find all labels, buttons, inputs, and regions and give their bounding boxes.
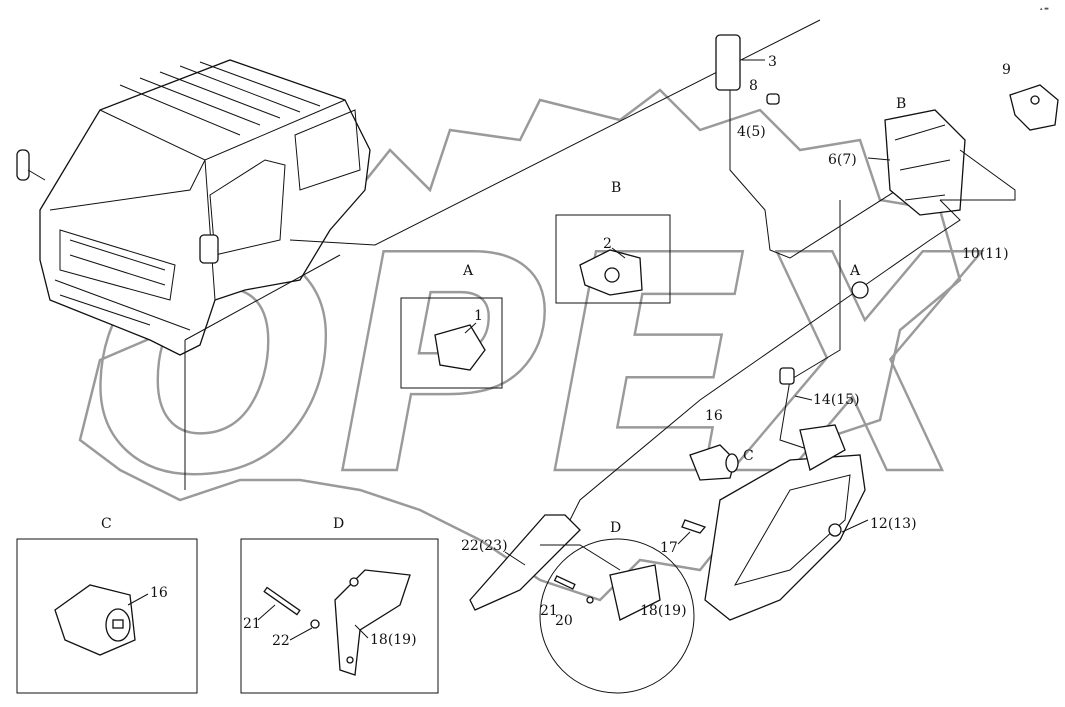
part-label: 21 — [243, 616, 261, 632]
view-d-callout: D 21 20 18(19) — [539, 520, 695, 694]
part-label: B — [896, 96, 906, 112]
part-label: 16 — [705, 408, 723, 424]
part-label: B — [611, 180, 621, 196]
part-label: 22(23) — [461, 538, 508, 554]
part-label: 6(7) — [828, 152, 857, 168]
view-a-box: A 1 — [400, 263, 503, 389]
part-label: 9 — [1002, 62, 1011, 78]
part-label: 18(19) — [640, 603, 687, 619]
part-label: A — [462, 263, 474, 279]
view-b-box: B 2 — [555, 180, 671, 304]
part-label: C — [101, 516, 112, 532]
truck-cab-drawing — [16, 19, 821, 490]
part-label: 3 — [768, 54, 777, 70]
part-label: 1 — [474, 308, 483, 324]
door-lock-assembly: 3 4(5) B 6(7) 8 9 10(11) A 14(15) 12(13)… — [461, 34, 1059, 621]
part-label: 12(13) — [870, 516, 917, 532]
part-label: 22 — [272, 633, 290, 649]
part-label: 16 — [150, 585, 168, 601]
corner-mark: ▴ ▬ — [1040, 6, 1049, 12]
part-label: A — [849, 263, 861, 279]
part-label: 10(11) — [962, 246, 1009, 262]
part-label: 17 — [660, 540, 678, 556]
part-label: 8 — [749, 78, 758, 94]
part-label: 4(5) — [737, 124, 766, 140]
view-c-box: C 16 — [16, 516, 198, 694]
part-label: 20 — [555, 613, 573, 629]
part-label: 21 — [540, 603, 558, 619]
part-label: D — [610, 520, 621, 536]
part-label: C — [743, 448, 754, 464]
part-label: 14(15) — [813, 392, 860, 408]
part-label: 18(19) — [370, 632, 417, 648]
part-label: 2 — [603, 236, 612, 252]
part-label: D — [333, 516, 344, 532]
view-d-box: D 21 22 18(19) — [240, 516, 439, 694]
